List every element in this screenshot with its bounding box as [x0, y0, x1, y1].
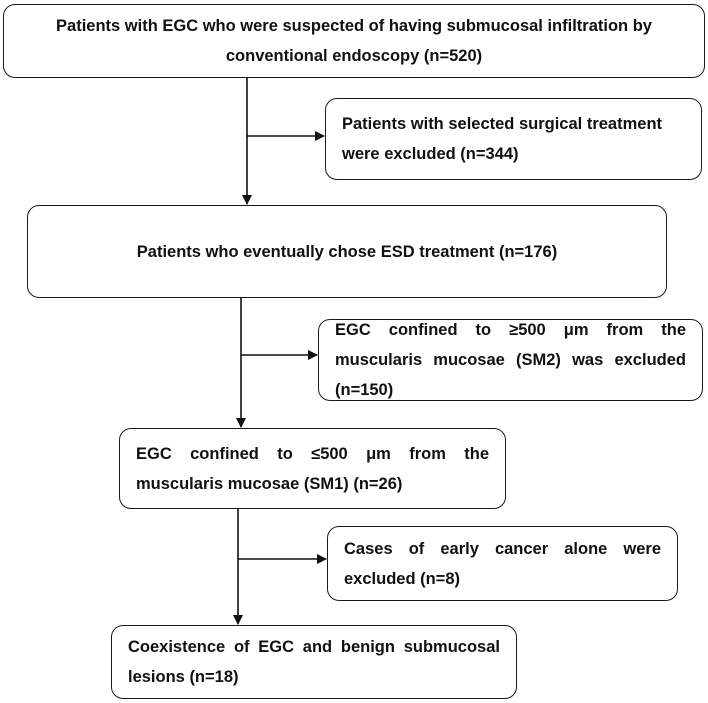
flow-node-coexistence: Coexistence of EGC and benign submucosal… — [111, 625, 517, 699]
flow-node-surgical-excluded: Patients with selected surgical treatmen… — [325, 98, 702, 180]
flow-node-sm2-excluded: EGC confined to ≥500 μm from the muscula… — [318, 319, 703, 401]
flow-node-esd-treatment: Patients who eventually chose ESD treatm… — [27, 205, 667, 298]
flow-node-text: Coexistence of EGC and benign submucosal… — [128, 638, 500, 686]
flow-node-text: Patients with selected surgical treatmen… — [342, 115, 663, 163]
flow-node-text: Patients with EGC who were suspected of … — [56, 17, 652, 65]
flow-node-initial-patients: Patients with EGC who were suspected of … — [3, 4, 705, 78]
flow-node-early-cancer-excluded: Cases of early cancer alone were exclude… — [327, 526, 678, 601]
flow-node-text: Cases of early cancer alone were exclude… — [344, 539, 661, 588]
flow-node-text: EGC confined to ≤500 μm from the muscula… — [136, 444, 489, 493]
flow-node-text: Patients who eventually chose ESD treatm… — [136, 242, 558, 261]
flow-node-sm1: EGC confined to ≤500 μm from the muscula… — [119, 428, 506, 509]
flow-node-text: EGC confined to ≥500 μm from the muscula… — [335, 321, 686, 399]
